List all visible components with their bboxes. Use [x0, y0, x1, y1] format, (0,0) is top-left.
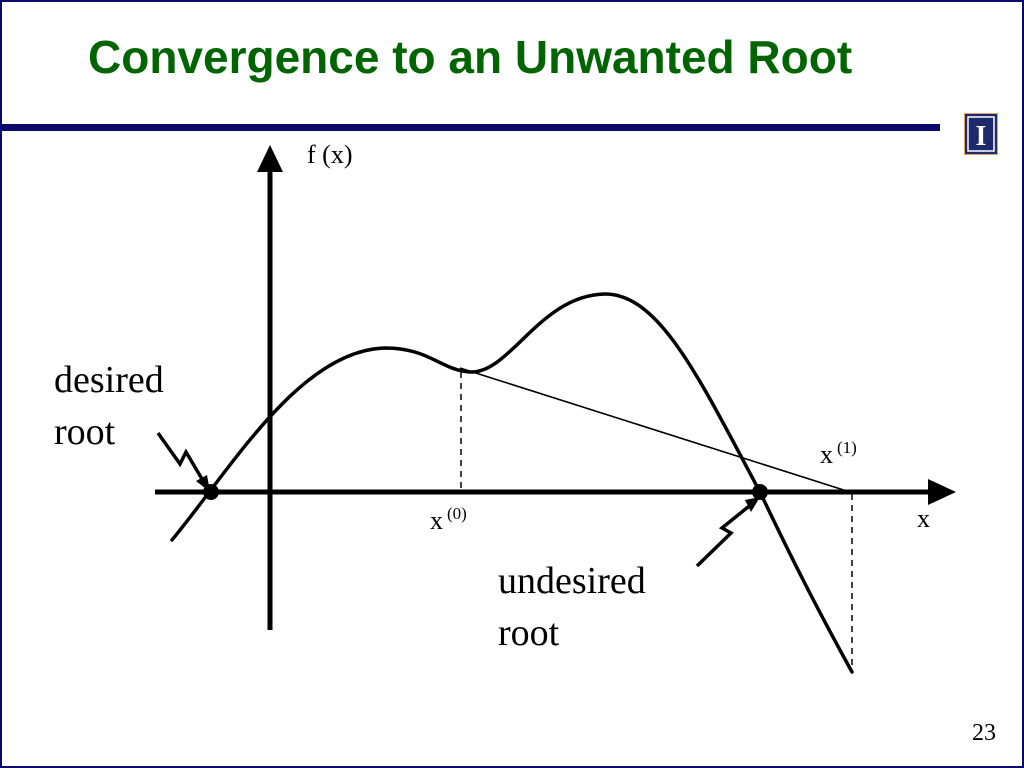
x0-label-sup: (0) [447, 504, 467, 523]
desired-root-label-line2: root [54, 411, 116, 453]
x1-label-base: x [820, 440, 833, 469]
y-axis-label: f (x) [307, 140, 353, 169]
tangent-line [459, 367, 851, 493]
undesired-root-point [752, 484, 768, 500]
undesired-root-label: undesired root [498, 555, 646, 659]
x0-label-base: x [430, 506, 443, 535]
university-logo-icon: I [964, 113, 998, 155]
page-number: 23 [972, 720, 996, 746]
undesired-root-pointer [695, 501, 755, 568]
title-rule [0, 124, 940, 131]
x1-label-sup: (1) [837, 438, 857, 457]
desired-root-pointer-head [196, 475, 210, 492]
x0-label: x(0) [430, 504, 467, 536]
x-axis-label: x [917, 504, 930, 533]
desired-root-label-line1: desired [54, 359, 164, 401]
x1-label: x(1) [820, 438, 857, 470]
undesired-root-pointer-head [745, 497, 760, 512]
slide-title: Convergence to an Unwanted Root [88, 31, 853, 83]
undesired-root-label-line2: root [498, 612, 560, 654]
desired-root-label: desired root [54, 354, 164, 458]
logo-letter: I [976, 121, 987, 152]
x-axis-arrowhead [928, 479, 956, 505]
undesired-root-label-line1: undesired [498, 560, 646, 602]
function-curve [170, 292, 854, 674]
y-axis-arrowhead [257, 145, 283, 172]
desired-root-pointer [156, 431, 207, 485]
